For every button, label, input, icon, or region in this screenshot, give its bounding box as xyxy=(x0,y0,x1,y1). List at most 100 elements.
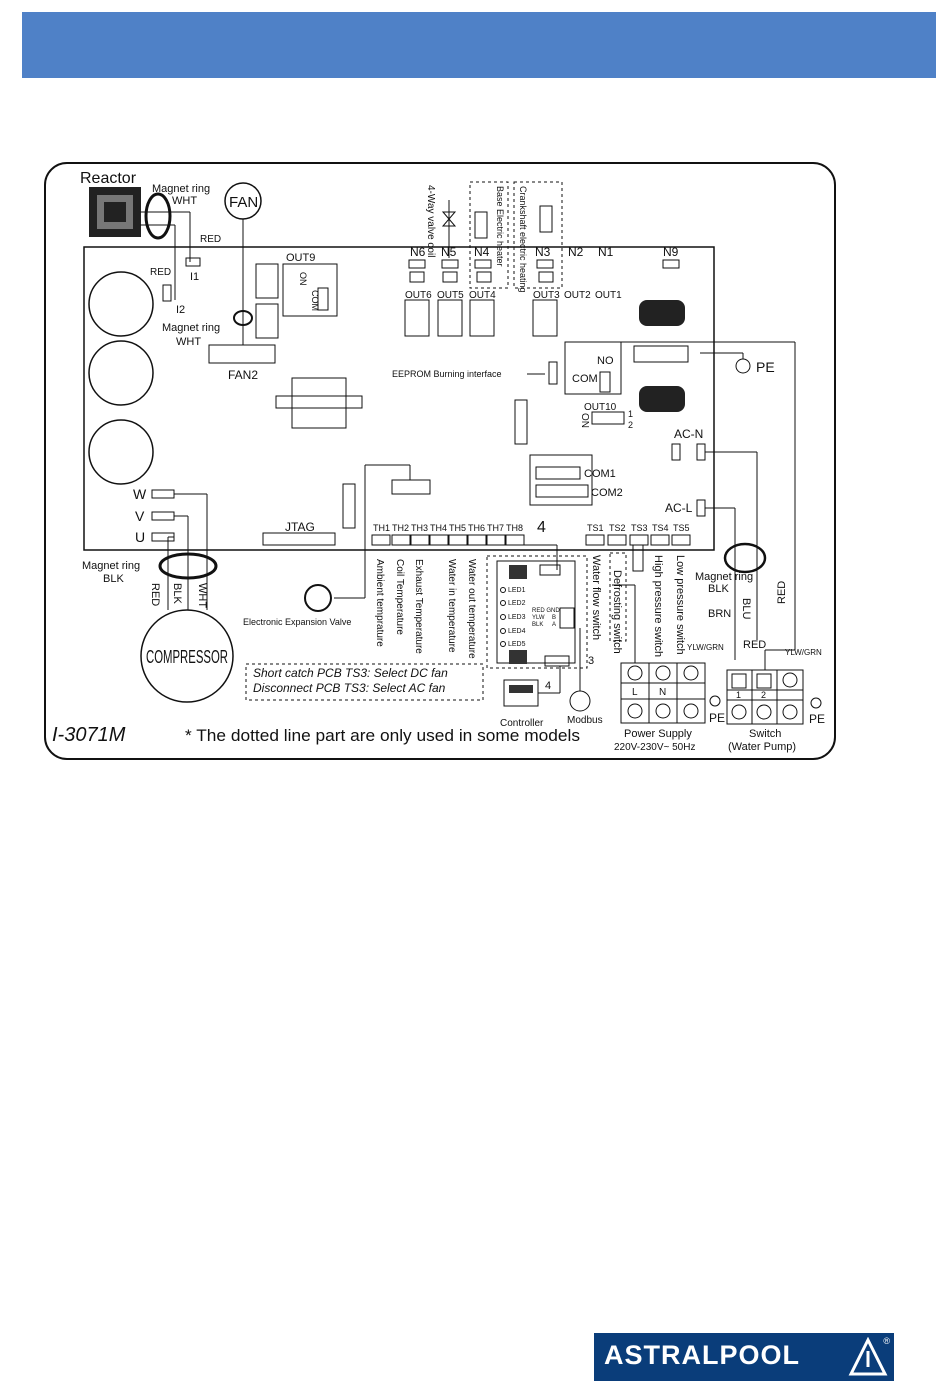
ylw-label: YLW xyxy=(532,615,545,621)
switch-terminal-block xyxy=(726,669,804,725)
n4-terminal xyxy=(474,259,492,269)
modbus-icon xyxy=(569,690,591,712)
th1-label: TH1 xyxy=(373,523,390,533)
relay-right xyxy=(633,345,689,363)
fan-note-2: Disconnect PCB TS3: Select AC fan xyxy=(253,681,446,695)
th-connectors xyxy=(371,534,525,546)
relay-fan-1 xyxy=(255,263,279,299)
out3-terminal xyxy=(538,271,554,283)
no-label: NO xyxy=(597,355,614,367)
n4-label: N4 xyxy=(474,245,490,259)
board-component xyxy=(342,483,356,529)
out10-two-label: 2 xyxy=(628,420,633,430)
controller-count-4: 4 xyxy=(545,680,551,692)
n6-label: N6 xyxy=(410,245,426,259)
fan-label: FAN xyxy=(229,194,258,211)
i1-label: I1 xyxy=(190,271,199,283)
ts-desc-defrost: Defrosting switch xyxy=(611,570,623,654)
i2-label: I2 xyxy=(176,304,185,316)
compressor-label: COMPRESSOR xyxy=(146,647,228,667)
u-wire-red: RED xyxy=(149,583,161,606)
display-top-connector xyxy=(539,564,561,576)
acl-terminal xyxy=(696,499,706,517)
fuse-1 xyxy=(639,300,685,326)
out3-label: OUT3 xyxy=(533,290,560,301)
out4-terminal xyxy=(476,271,492,283)
n3-terminal xyxy=(536,259,554,269)
fan-note-1: Short catch PCB TS3: Select DC fan xyxy=(253,666,448,680)
v-label: V xyxy=(135,508,145,524)
out9-terminal xyxy=(317,287,329,311)
blu-label: BLU xyxy=(740,598,752,619)
display-board xyxy=(496,560,576,664)
blk-small-label: BLK xyxy=(532,622,543,628)
out2-label: OUT2 xyxy=(564,290,591,301)
power-l-label: L xyxy=(632,687,638,698)
four-way-valve-label: 4-Way valve coil xyxy=(425,185,436,257)
header-bar xyxy=(22,12,936,78)
controller-label: Controller xyxy=(500,718,544,729)
out10-switch[interactable] xyxy=(591,411,625,425)
eev-connector xyxy=(391,479,431,495)
red-label-2: RED xyxy=(150,267,171,278)
switch-1-label: 1 xyxy=(736,690,741,700)
led4-label: LED4 xyxy=(508,628,526,635)
eeprom-connector xyxy=(548,361,558,385)
capacitor-3 xyxy=(88,419,154,485)
ts4-label: TS4 xyxy=(652,523,669,533)
switch-ground-icon xyxy=(810,697,822,709)
out10-on-label: ON xyxy=(579,413,590,428)
jtag-label: JTAG xyxy=(285,520,315,534)
com2-label: COM2 xyxy=(591,487,623,499)
th4-label: TH4 xyxy=(430,523,447,533)
base-heater-label: Base Electric heater xyxy=(495,186,505,267)
led5-label: LED5 xyxy=(508,641,526,648)
compressor-magnet-ring-label: Magnet ring xyxy=(82,560,140,572)
display-count-3: 3 xyxy=(588,655,594,667)
out9-com-label: COM xyxy=(310,290,320,311)
w-label: W xyxy=(133,486,147,502)
modbus-label: Modbus xyxy=(567,715,603,726)
capacitor-2 xyxy=(88,340,154,406)
th-desc-ambient: Ambient temprature xyxy=(374,559,385,647)
ts-desc-high-pressure: High pressure switch xyxy=(652,555,664,657)
capacitor-1 xyxy=(88,271,154,337)
display-board-box xyxy=(486,555,588,669)
acn-label: AC-N xyxy=(674,427,703,441)
com1-label: COM1 xyxy=(584,468,616,480)
acn-terminal xyxy=(671,443,681,461)
ic-chip xyxy=(291,377,347,429)
led-list xyxy=(500,587,506,647)
modbus-connector xyxy=(559,607,575,629)
relay-out3 xyxy=(532,299,558,337)
out4-label: OUT4 xyxy=(469,290,496,301)
red-wire-label-2: RED xyxy=(743,639,766,651)
red-gnd-label: RED GND xyxy=(532,608,560,614)
ac-blk-label: BLK xyxy=(708,583,729,595)
base-heater-box xyxy=(469,181,509,289)
red-wire-label: RED xyxy=(776,581,788,604)
n6-terminal xyxy=(408,259,426,269)
fan2-connector xyxy=(208,344,276,364)
power-terminal-block xyxy=(620,662,706,724)
jtag-connector xyxy=(262,532,336,546)
ac-magnet-ring-icon xyxy=(723,542,767,574)
no-terminal xyxy=(599,371,611,393)
logo-mark-icon xyxy=(848,1337,888,1376)
crank-heater-label: Crankshaft electric heating xyxy=(518,186,528,293)
no-com-block xyxy=(564,341,622,395)
led1-label: LED1 xyxy=(508,587,526,594)
out10-label: OUT10 xyxy=(584,402,617,413)
crank-heater-box xyxy=(513,181,563,289)
ts-connectors xyxy=(585,534,691,546)
reactor-icon xyxy=(89,187,141,237)
switch-label: Switch xyxy=(749,728,781,740)
relay-out6 xyxy=(404,299,430,337)
ts-desc-water-flow: Water flow switch xyxy=(590,555,602,640)
out1-label: OUT1 xyxy=(595,290,622,301)
fuse-2 xyxy=(639,386,685,412)
th-desc-exhaust: Exhaust Temperature xyxy=(413,559,424,654)
out5-terminal xyxy=(442,271,458,283)
display-chip-1 xyxy=(509,565,527,579)
out9-label: OUT9 xyxy=(286,252,315,264)
